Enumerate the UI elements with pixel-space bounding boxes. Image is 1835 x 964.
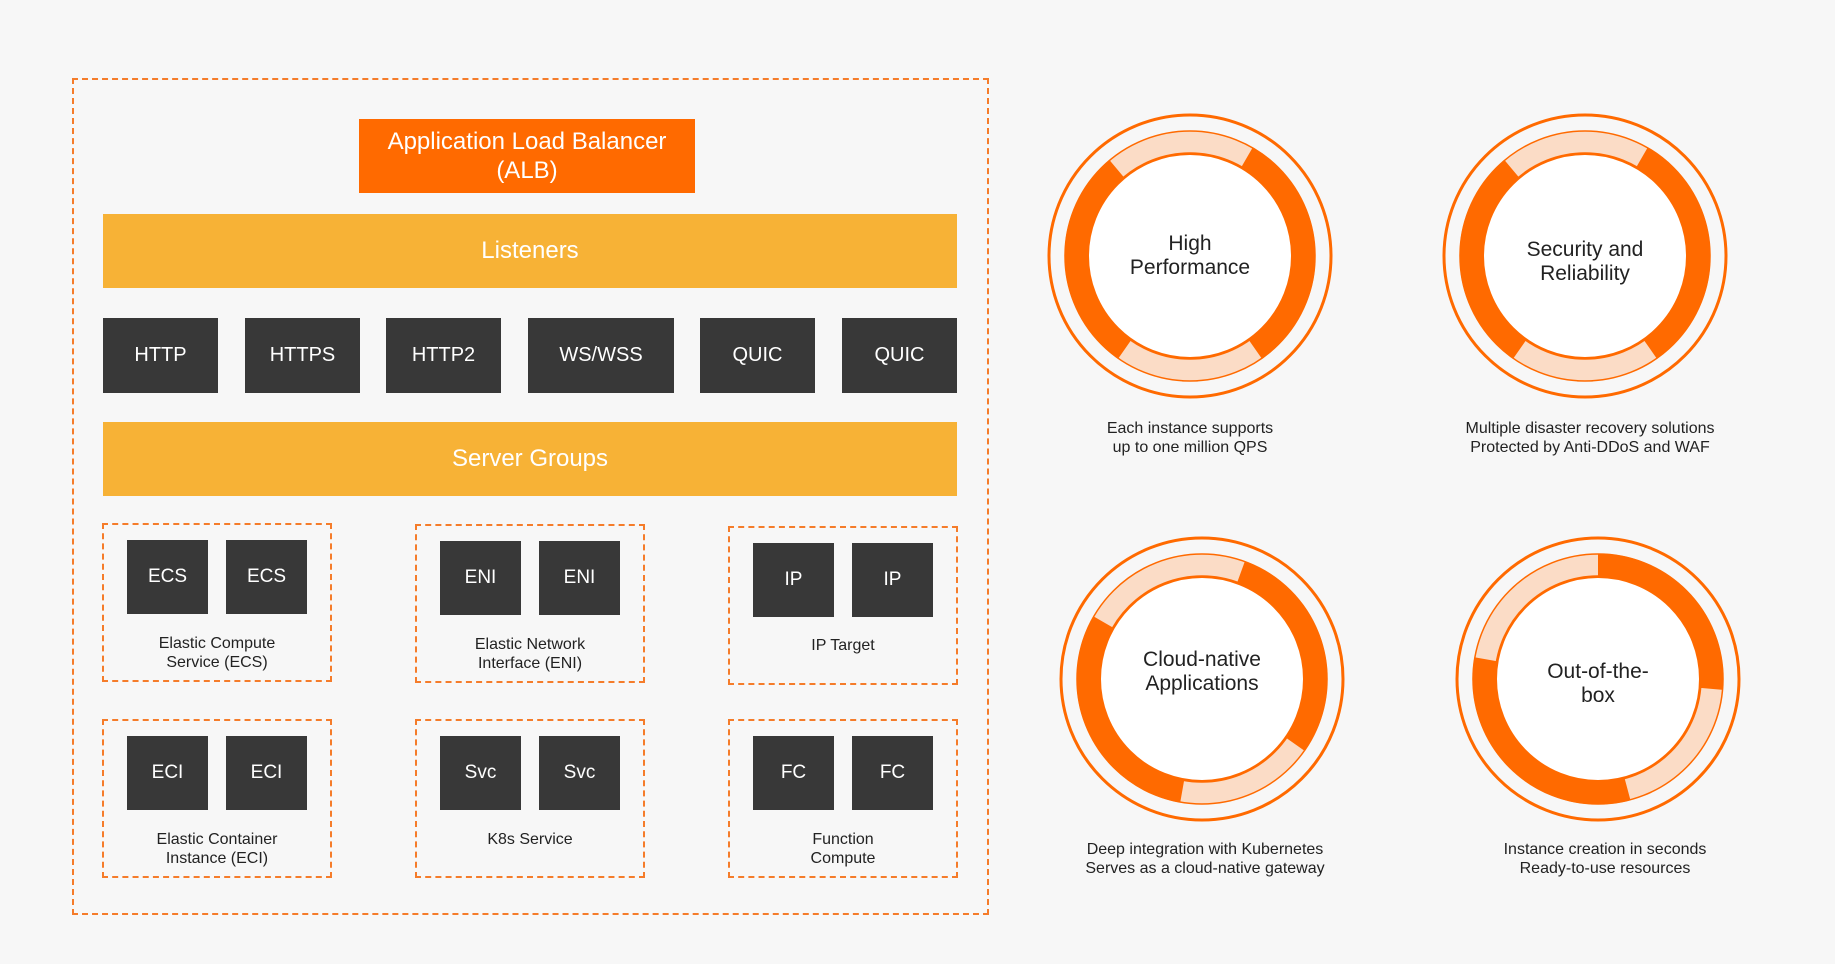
ip-tile-2: IP [852,543,933,617]
outer-ring [1059,536,1345,822]
protocol-tile-ws-wss: WS/WSS [528,318,674,393]
feature-ring-cloud-native [1059,536,1345,822]
ring-arc-1 [1597,553,1724,690]
outer-ring [1442,113,1728,399]
protocol-tile-https: HTTPS [245,318,360,393]
server-group-ecs: ECS ECS Elastic Compute Service (ECS) [102,523,332,682]
feature-title: Cloud-native Applications [1143,648,1261,695]
ring-arc-2 [1064,159,1132,359]
feature-title: Out-of-the- box [1547,660,1649,707]
alb-title-box: Application Load Balancer (ALB) [359,119,695,193]
feature-title: Security and Reliability [1526,238,1644,285]
ring-arc-1 [1636,147,1711,359]
server-groups-band: Server Groups [103,422,957,496]
eci-tile: ECI [127,736,208,810]
server-group-eni: ENI ENI Elastic Network Interface (ENI) [415,524,645,683]
listeners-band: Listeners [103,214,957,288]
svc-tile: Svc [440,736,521,810]
protocol-tile-quic: QUIC [700,318,815,393]
server-group-label: Function Compute [810,831,876,867]
server-group-label: Elastic Container Instance (ECI) [156,831,278,867]
ecs-tile-2: ECS [226,540,307,614]
feature-ring-out-of-the-box [1455,536,1741,822]
feature-description: Multiple disaster recovery solutions Pro… [1465,420,1715,456]
protocol-tile-http2: HTTP2 [386,318,501,393]
svc-tile-2: Svc [539,736,620,810]
feature-ring-security-reliability [1442,113,1728,399]
feature-description: Deep integration with Kubernetes Serves … [1085,841,1325,877]
server-group-fc: FC FC Function Compute [728,719,958,878]
ring-arc-2 [1076,616,1185,803]
feature-description: Instance creation in seconds Ready-to-us… [1503,841,1707,877]
ring-center [1087,153,1293,359]
ip-tile: IP [753,543,834,617]
ring-center [1482,153,1688,359]
protocol-tile-quic-2: QUIC [842,318,957,393]
ring-arc-2 [1472,657,1631,805]
eci-tile-2: ECI [226,736,307,810]
fc-tile-2: FC [852,736,933,810]
feature-ring-high-performance [1047,113,1333,399]
feature-title: High Performance [1129,232,1251,279]
server-group-label: IP Target [811,637,875,654]
server-group-ip: IP IP IP Target [728,526,958,685]
server-group-eci: ECI ECI Elastic Container Instance (ECI) [102,719,332,878]
server-group-label: Elastic Network Interface (ENI) [474,636,586,672]
server-group-label: Elastic Compute Service (ECS) [158,635,276,671]
server-group-k8s-service: Svc Svc K8s Service [415,719,645,878]
outer-ring [1047,113,1333,399]
eni-tile: ENI [440,541,521,615]
feature-description: Each instance supports up to one million… [1106,420,1274,456]
ring-center [1099,576,1305,782]
server-group-label: K8s Service [487,831,573,848]
fc-tile: FC [753,736,834,810]
ring-arc-1 [1241,147,1316,359]
ring-arc-1 [1236,561,1328,751]
architecture-frame [72,78,989,915]
eni-tile-2: ENI [539,541,620,615]
ring-center [1495,576,1701,782]
outer-ring [1455,536,1741,822]
ecs-tile: ECS [127,540,208,614]
ring-arc-2 [1459,159,1527,359]
protocol-tile-http: HTTP [103,318,218,393]
